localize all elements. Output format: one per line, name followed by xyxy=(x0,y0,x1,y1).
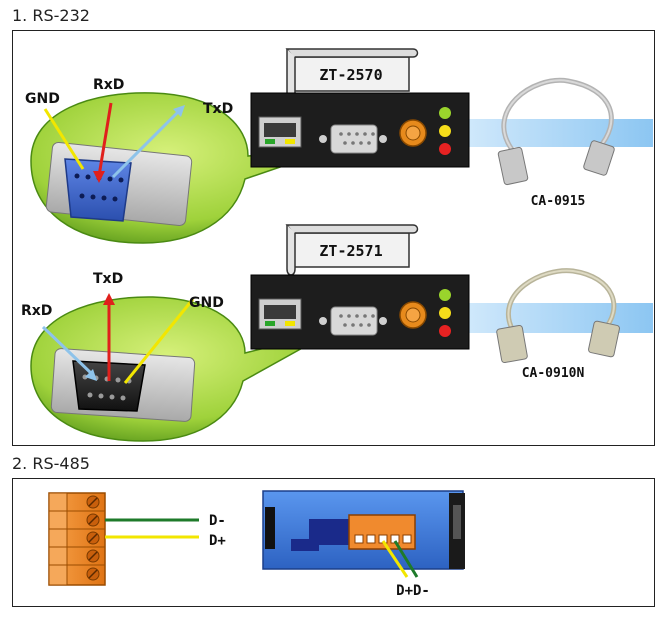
section-number: 1. xyxy=(12,6,28,25)
rxd-arrow xyxy=(93,171,105,183)
rs232-panel: GND RxD TxD ZT-2570 CA-0915 xyxy=(12,30,655,446)
rxd-wire xyxy=(97,102,113,177)
db9-port xyxy=(330,124,378,154)
rs232-cable xyxy=(496,268,620,364)
led-green xyxy=(439,107,451,119)
module-name: ZT-2571 xyxy=(319,242,382,260)
cable-name: CA-0910N xyxy=(522,366,585,381)
led-red xyxy=(439,143,451,155)
rs485-device xyxy=(262,490,465,570)
section-heading-rs232: 1. RS-232 xyxy=(12,6,90,25)
pin-label-rxd: RxD xyxy=(21,303,52,319)
led-green xyxy=(439,289,451,301)
pin-label-gnd: GND xyxy=(25,91,60,107)
signal-beam xyxy=(469,303,653,333)
terminal-connector xyxy=(348,514,416,550)
led-yellow xyxy=(439,125,451,137)
rs485-panel: D- D+ D+D- xyxy=(12,478,655,607)
device-terminal-label: D+D- xyxy=(396,583,430,599)
rs232-diagram: GND RxD TxD ZT-2570 CA-0915 xyxy=(21,48,653,442)
txd-arrow xyxy=(173,105,185,117)
d-minus-label: D- xyxy=(209,513,226,529)
module-label-scroll: ZT-2571 xyxy=(285,224,419,276)
module-label-scroll: ZT-2570 xyxy=(285,48,419,100)
gnd-wire xyxy=(43,108,85,170)
db9-port xyxy=(330,306,378,336)
txd-arrow xyxy=(103,293,115,305)
led-yellow xyxy=(439,307,451,319)
d-plus-wire xyxy=(381,540,409,578)
d-plus-label: D+ xyxy=(209,533,226,549)
gnd-wire xyxy=(123,298,195,384)
rxd-wire xyxy=(41,325,95,377)
signal-beam xyxy=(469,119,653,147)
pin-label-txd: TxD xyxy=(203,101,233,117)
pin-label-gnd: GND xyxy=(189,295,224,311)
led-red xyxy=(439,325,451,337)
txd-wire xyxy=(111,107,183,179)
zt-module-device xyxy=(250,92,470,168)
section-heading-rs485: 2. RS-485 xyxy=(12,454,90,473)
module-name: ZT-2570 xyxy=(319,66,382,84)
d-minus-wire xyxy=(393,540,419,578)
rs232-cable xyxy=(497,77,615,186)
rxd-arrow xyxy=(85,369,97,381)
terminal-block xyxy=(48,492,106,586)
cable-name: CA-0915 xyxy=(531,194,586,209)
rs485-diagram: D- D+ D+D- xyxy=(48,490,465,599)
pin-label-txd: TxD xyxy=(93,271,123,287)
zt-module-device xyxy=(250,274,470,350)
pin-label-rxd: RxD xyxy=(93,77,124,93)
section-title: RS-232 xyxy=(32,6,90,25)
section-number: 2. xyxy=(12,454,28,473)
section-title: RS-485 xyxy=(32,454,90,473)
